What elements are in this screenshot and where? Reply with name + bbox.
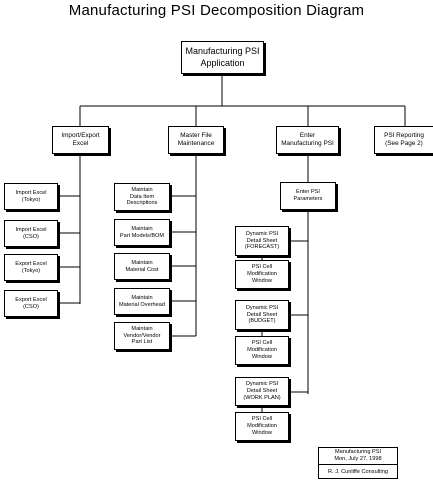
- stamp-author: R. J. Cunliffe Consulting: [328, 469, 388, 475]
- import-excel-cso-box: Import Excel (CSO): [4, 220, 58, 247]
- export-excel-tokyo-box: Export Excel (Tokyo): [4, 254, 58, 281]
- title-block-stamp: Manufacturing PSI Mon, July 27, 1998 R. …: [318, 447, 398, 479]
- stamp-date: Mon, July 27, 1998: [334, 456, 382, 462]
- diagram-title: Manufacturing PSI Decomposition Diagram: [68, 2, 365, 19]
- maintain-material-cost-box: Maintain Material Cost: [114, 253, 170, 280]
- dynamic-psi-work-plan-box: Dynamic PSI Detail Sheet (WORK PLAN): [235, 377, 289, 406]
- dynamic-psi-budget-box: Dynamic PSI Detail Sheet (BUDGET): [235, 300, 289, 330]
- enter-psi-parameters-box: Enter PSI Parameters: [280, 182, 336, 210]
- psi-cell-modification-window-1: PSI Cell Modification Window: [235, 260, 289, 289]
- import-export-excel-box: Import/Export Excel: [52, 126, 109, 154]
- export-excel-cso-box: Export Excel (CSO): [4, 290, 58, 317]
- maintain-data-item-descriptions-box: Maintain Data Item Descriptions: [114, 183, 170, 211]
- maintain-material-overhead-box: Maintain Material Overhead: [114, 288, 170, 315]
- root-manufacturing-psi-application: Manufacturing PSI Application: [181, 41, 264, 74]
- enter-manufacturing-psi-box: Enter Manufacturing PSI: [276, 126, 339, 154]
- psi-cell-modification-window-3: PSI Cell Modification Window: [235, 412, 289, 441]
- psi-cell-modification-window-2: PSI Cell Modification Window: [235, 336, 289, 365]
- stamp-project: Manufacturing PSI: [334, 449, 382, 456]
- dynamic-psi-forecast-box: Dynamic PSI Detail Sheet (FORECAST): [235, 226, 289, 256]
- master-file-maintenance-box: Master File Maintenance: [168, 126, 224, 154]
- psi-reporting-box: PSI Reporting (See Page 2): [374, 126, 433, 154]
- import-excel-tokyo-box: Import Excel (Tokyo): [4, 183, 58, 210]
- maintain-part-models-bom-box: Maintain Part Models/BOM: [114, 219, 170, 246]
- maintain-vendor-part-list-box: Maintain Vendor/Vendor Part List: [114, 322, 170, 350]
